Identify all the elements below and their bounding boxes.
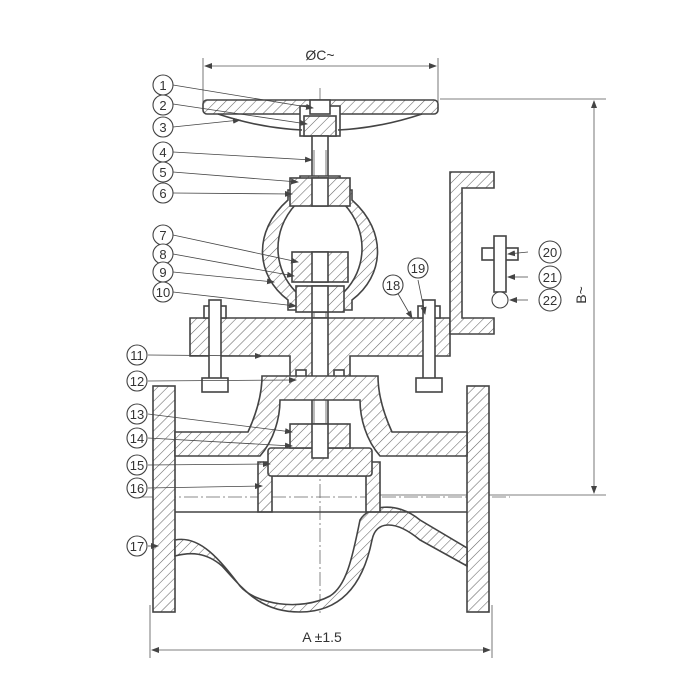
- svg-text:13: 13: [130, 407, 144, 422]
- svg-text:14: 14: [130, 431, 144, 446]
- callout-8: 8: [152, 243, 174, 265]
- svg-text:11: 11: [130, 348, 144, 363]
- dimension-length-label: A ±1.5: [302, 629, 342, 645]
- svg-text:22: 22: [543, 293, 557, 308]
- callout-9: 9: [152, 261, 174, 283]
- callout-17: 17: [126, 535, 148, 557]
- dimension-diameter-label: ØC~: [305, 47, 334, 63]
- handwheel: [202, 99, 439, 137]
- svg-text:17: 17: [130, 539, 144, 554]
- dimension-height-label: B~: [573, 286, 589, 304]
- bonnet-bolt-left: [201, 299, 229, 393]
- valve-disc: [267, 423, 373, 477]
- leaders-left: [147, 84, 314, 549]
- svg-text:15: 15: [130, 458, 144, 473]
- svg-text:16: 16: [130, 481, 144, 496]
- svg-text:10: 10: [156, 285, 170, 300]
- svg-text:5: 5: [159, 165, 166, 180]
- callout-22: 22: [538, 288, 562, 312]
- svg-text:7: 7: [159, 228, 166, 243]
- svg-text:1: 1: [159, 78, 166, 93]
- bonnet: [189, 317, 451, 385]
- svg-text:8: 8: [159, 247, 166, 262]
- callout-20: 20: [538, 240, 562, 264]
- callout-10: 10: [152, 281, 174, 303]
- svg-text:18: 18: [386, 278, 400, 293]
- callout-2: 2: [152, 94, 174, 116]
- svg-text:6: 6: [159, 186, 166, 201]
- svg-text:9: 9: [159, 265, 166, 280]
- callout-11: 11: [126, 344, 148, 366]
- callout-3: 3: [152, 116, 174, 138]
- side-bracket: [449, 171, 519, 335]
- callout-14: 14: [126, 427, 148, 449]
- callout-19: 19: [407, 257, 429, 279]
- callout-12: 12: [126, 370, 148, 392]
- dimension-length: A ±1.5: [149, 605, 493, 658]
- dimension-height: B~: [380, 98, 606, 496]
- callout-13: 13: [126, 403, 148, 425]
- gland-packing: [291, 251, 349, 313]
- svg-text:12: 12: [130, 374, 144, 389]
- svg-text:4: 4: [159, 145, 166, 160]
- callout-5: 5: [152, 161, 174, 183]
- callout-1: 1: [152, 74, 174, 96]
- dimension-diameter: ØC~: [202, 47, 439, 104]
- svg-text:20: 20: [543, 245, 557, 260]
- svg-text:2: 2: [159, 98, 166, 113]
- callout-4: 4: [152, 141, 174, 163]
- callout-18: 18: [382, 274, 404, 296]
- svg-text:19: 19: [411, 261, 425, 276]
- svg-text:3: 3: [159, 120, 166, 135]
- callout-21: 21: [538, 265, 562, 289]
- callout-16: 16: [126, 477, 148, 499]
- callout-15: 15: [126, 454, 148, 476]
- svg-text:21: 21: [543, 270, 557, 285]
- callout-7: 7: [152, 224, 174, 246]
- callout-6: 6: [152, 182, 174, 204]
